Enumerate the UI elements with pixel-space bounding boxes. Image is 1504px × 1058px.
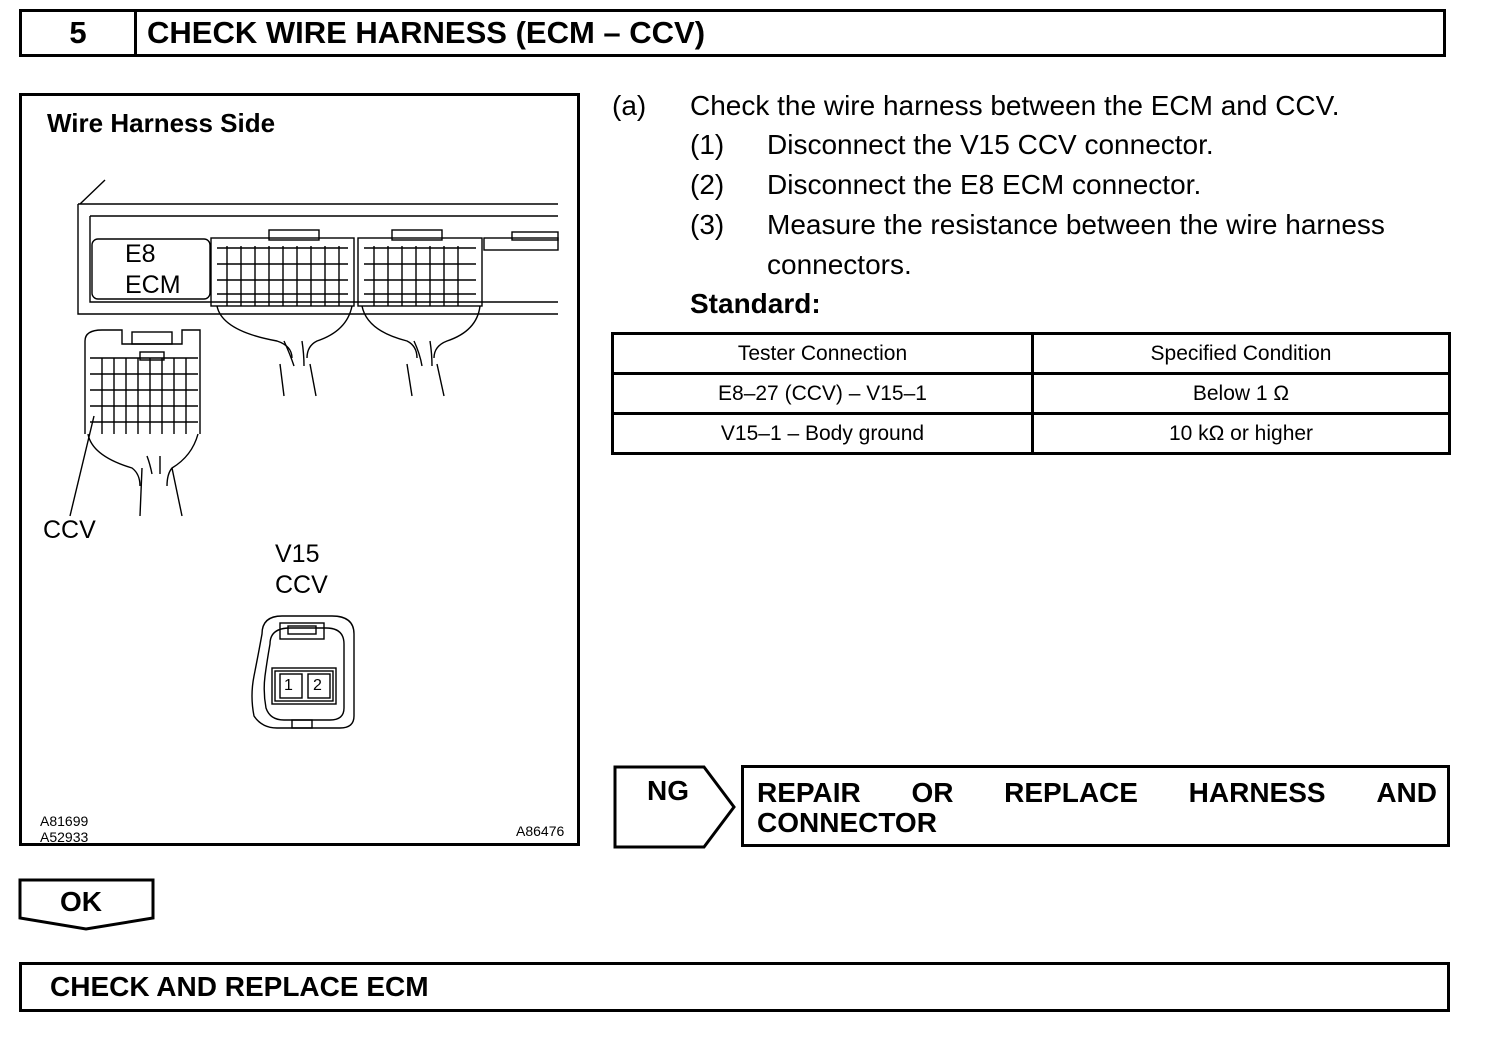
table-cell: 10 kΩ or higher [1031,412,1451,455]
step-a-marker: (a) [612,90,647,121]
ok-label: OK [60,886,102,917]
table-header-row: Tester Connection Specified Condition [611,332,1451,375]
ng-result-line1: REPAIR OR REPLACE HARNESS AND [757,777,1437,809]
v15-ccv-label: CCV [275,571,328,599]
ng-label: NG [647,775,689,806]
table-cell: V15–1 – Body ground [611,412,1034,455]
standard-label: Standard: [690,288,821,319]
final-action-box: CHECK AND REPLACE ECM [19,962,1450,1012]
figure-code-1: A81699 [40,813,89,829]
table-cell: Below 1 Ω [1031,372,1451,415]
ng-result-box: REPAIR OR REPLACE HARNESS AND CONNECTOR [741,765,1450,847]
table-row: V15–1 – Body ground 10 kΩ or higher [611,412,1451,455]
illustration-caption: Wire Harness Side [47,108,276,138]
step-2-marker: (2) [690,169,725,200]
ecm-label-line2: ECM [125,271,181,299]
ecm-label-line1: E8 [125,240,156,268]
step-3-marker: (3) [690,209,725,240]
step-1-marker: (1) [690,129,725,160]
ng-word: HARNESS [1188,777,1326,808]
v15-label: V15 [275,540,320,568]
ng-result-line2: CONNECTOR [757,807,937,838]
ng-word: AND [1376,777,1437,808]
table-row: E8–27 (CCV) – V15–1 Below 1 Ω [611,372,1451,415]
final-action-text: CHECK AND REPLACE ECM [50,971,429,1002]
ng-arrow-icon [613,765,736,849]
step-3-text-line1: Measure the resistance between the wire … [767,209,1385,240]
ng-word: REPAIR [757,777,861,808]
ccv-label: CCV [43,516,96,544]
table-header-cell: Specified Condition [1031,332,1451,375]
step-a-text: Check the wire harness between the ECM a… [690,90,1340,121]
step-header: 5 CHECK WIRE HARNESS (ECM – CCV) [19,9,1446,57]
ng-word: OR [911,777,954,808]
step-number: 5 [22,12,137,54]
connector-drawing [69,179,559,729]
table-header-cell: Tester Connection [611,332,1034,375]
table-cell: E8–27 (CCV) – V15–1 [611,372,1034,415]
step-title: CHECK WIRE HARNESS (ECM – CCV) [147,15,706,50]
step-2-text: Disconnect the E8 ECM connector. [767,169,1202,200]
figure-code-3: A86476 [516,823,565,839]
pin-1-label: 1 [284,677,293,694]
ok-arrow-icon [18,878,155,931]
figure-code-2: A52933 [40,829,89,845]
step-1-text: Disconnect the V15 CCV connector. [767,129,1214,160]
ng-word: REPLACE [1004,777,1138,808]
spec-table: Tester Connection Specified Condition E8… [611,332,1451,455]
connector-illustration: Wire Harness Side E8 ECM CCV V15 CCV 1 2… [19,93,580,846]
step-3-text-line2: connectors. [767,249,912,280]
pin-2-label: 2 [313,677,322,694]
